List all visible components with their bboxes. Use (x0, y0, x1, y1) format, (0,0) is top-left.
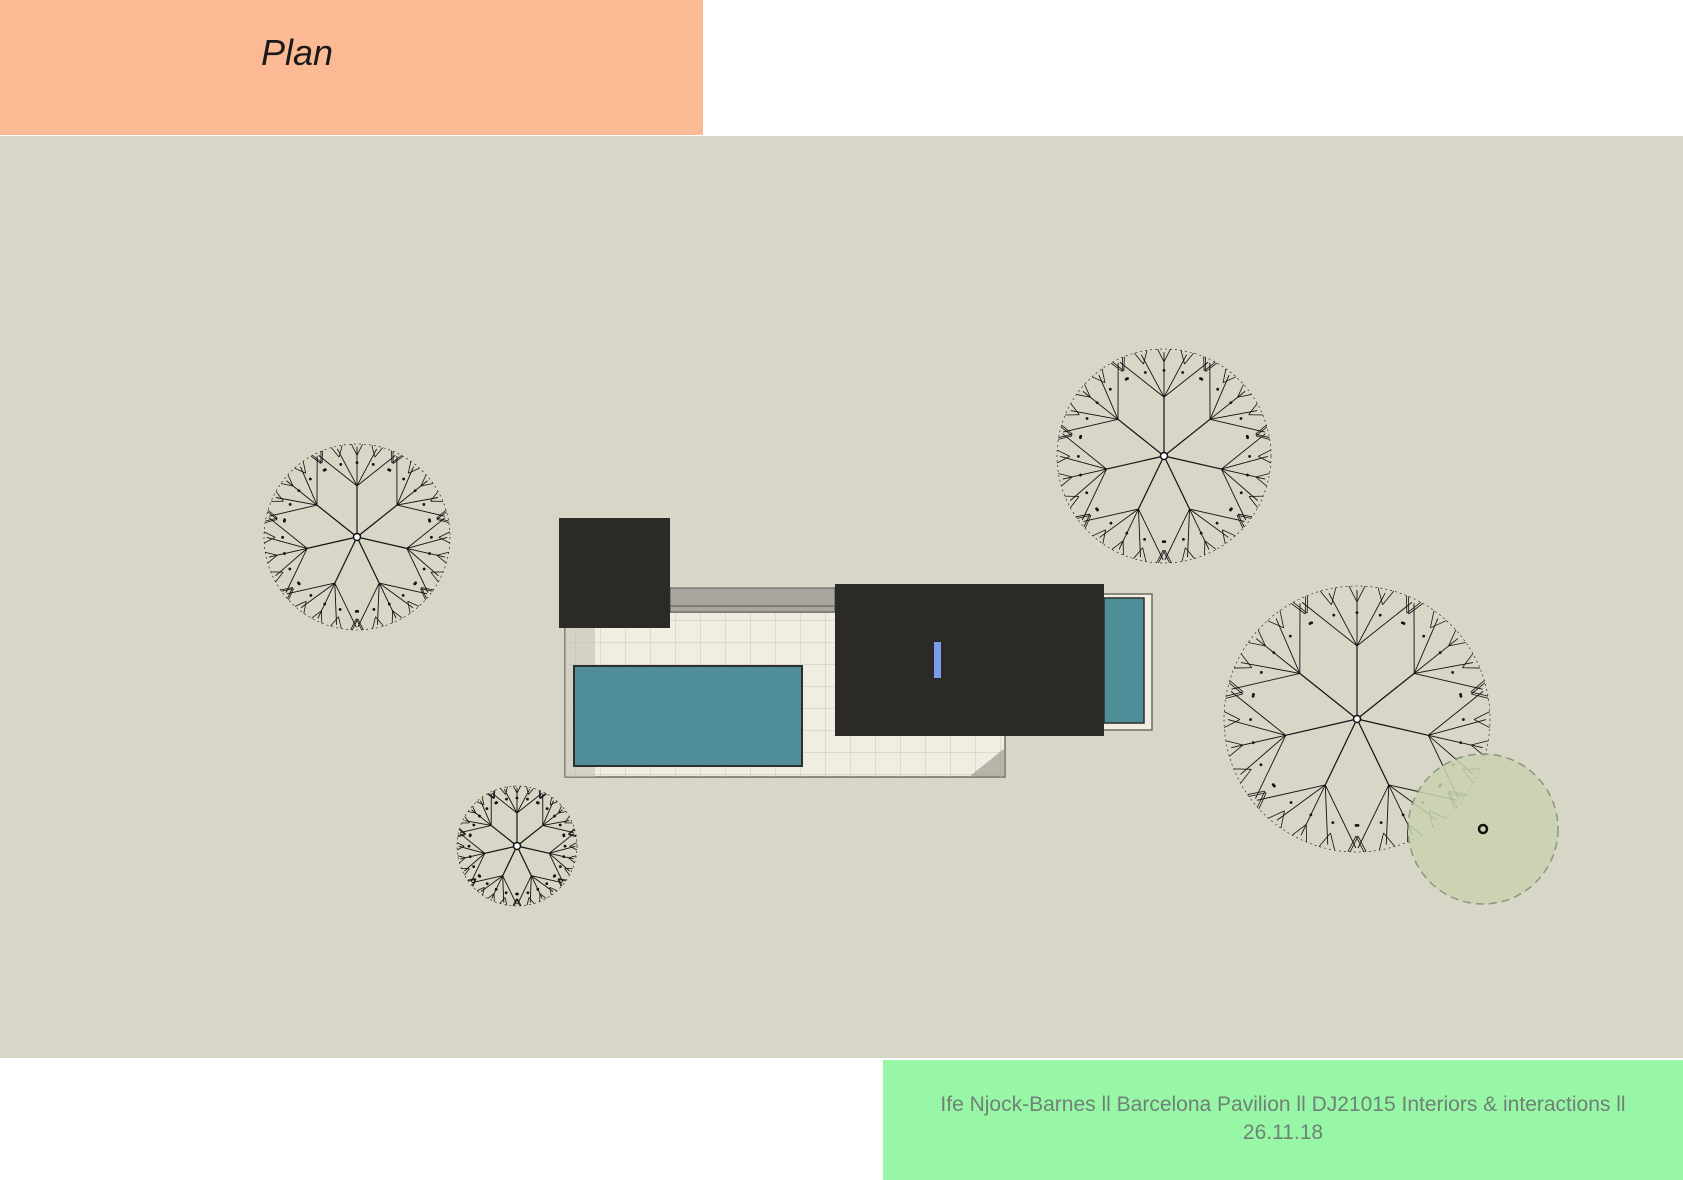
site-plan-svg (263, 348, 1559, 907)
caption-line-2: 26.11.18 (1242, 1121, 1324, 1144)
small-pool (1099, 593, 1153, 731)
accent-window (934, 642, 941, 678)
tree-symbol (1223, 585, 1491, 853)
title-band: Plan (0, 0, 703, 135)
page-title: Plan (261, 32, 334, 73)
tree-symbol (1056, 348, 1272, 564)
site-plan-drawing (0, 136, 1683, 1058)
caption-line-1: Ife Njock-Barnes ll Barcelona Pavilion l… (940, 1093, 1626, 1116)
tree-symbol (263, 443, 451, 631)
caption-band: Ife Njock-Barnes ll Barcelona Pavilion l… (883, 1060, 1683, 1180)
roof-block-small (559, 518, 670, 628)
roof-block-large (835, 584, 1104, 736)
large-pool (573, 665, 803, 767)
tree-symbol (456, 785, 578, 907)
proposed-tree-dashed (1407, 753, 1559, 905)
project-caption: Ife Njock-Barnes ll Barcelona Pavilion l… (883, 1091, 1683, 1147)
